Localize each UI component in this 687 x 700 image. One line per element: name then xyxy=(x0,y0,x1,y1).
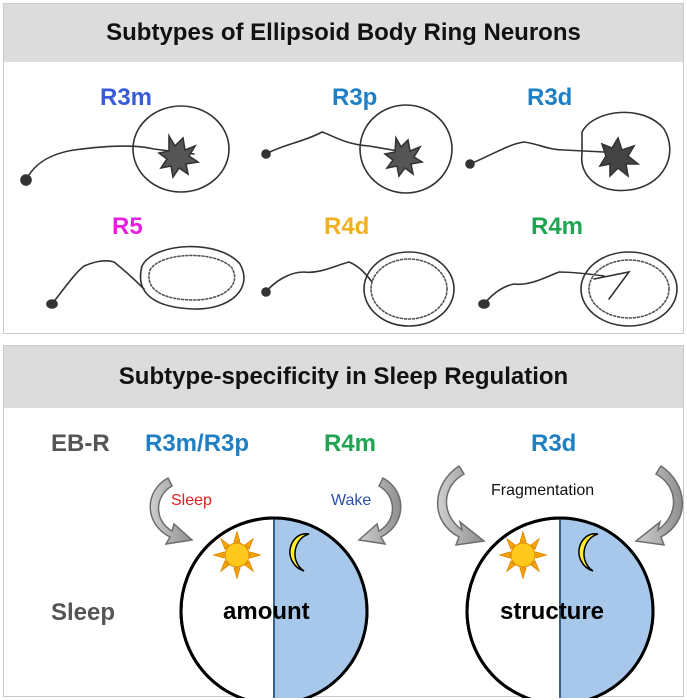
group-r3m-r3p-label: R3m/R3p xyxy=(145,430,250,457)
sleep-arrow-left xyxy=(149,476,194,545)
amount-label: amount xyxy=(223,598,310,625)
neuron-r3p-drawing xyxy=(261,104,453,194)
sleep-diagram xyxy=(149,464,684,698)
neuron-label-r3p: R3p xyxy=(332,84,378,111)
sleep-arrow-label: Sleep xyxy=(171,492,212,509)
sun-icon xyxy=(498,530,548,580)
neuron-label-r5: R5 xyxy=(112,213,143,240)
neuron-r4d-drawing xyxy=(261,251,455,327)
wake-arrow-right xyxy=(357,476,402,545)
wake-arrow-label: Wake xyxy=(331,492,372,509)
fragmentation-arrow-right xyxy=(634,464,684,546)
sleep-regulation-panel: Subtype-specificity in Sleep Regulation xyxy=(3,345,684,698)
neuron-r5-drawing xyxy=(46,245,245,310)
neuron-label-r4m: R4m xyxy=(531,213,584,240)
neuron-label-r3d: R3d xyxy=(527,84,573,111)
moon-icon xyxy=(289,533,310,572)
moon-icon xyxy=(578,533,599,572)
ebr-label: EB-R xyxy=(51,430,110,457)
structure-label: structure xyxy=(500,598,605,625)
sleep-row-label: Sleep xyxy=(51,599,116,626)
neuron-subtypes-title: Subtypes of Ellipsoid Body Ring Neurons xyxy=(4,4,683,62)
sun-icon xyxy=(212,530,262,580)
neuron-label-r4d: R4d xyxy=(324,213,370,240)
neuron-subtypes-panel: Subtypes of Ellipsoid Body Ring Neurons xyxy=(3,3,684,334)
neuron-label-r3m: R3m xyxy=(100,84,153,111)
neuron-r4m-drawing xyxy=(478,251,678,327)
group-r4m-label: R4m xyxy=(324,430,377,457)
fragmentation-arrow-left xyxy=(436,464,486,546)
group-r3d-label: R3d xyxy=(531,430,577,457)
neuron-drawings xyxy=(20,104,678,327)
fragmentation-arrow-label: Fragmentation xyxy=(491,482,595,499)
sleep-regulation-title: Subtype-specificity in Sleep Regulation xyxy=(4,346,683,408)
neuron-r3m-drawing xyxy=(20,105,230,193)
neuron-r3d-drawing xyxy=(465,111,671,192)
